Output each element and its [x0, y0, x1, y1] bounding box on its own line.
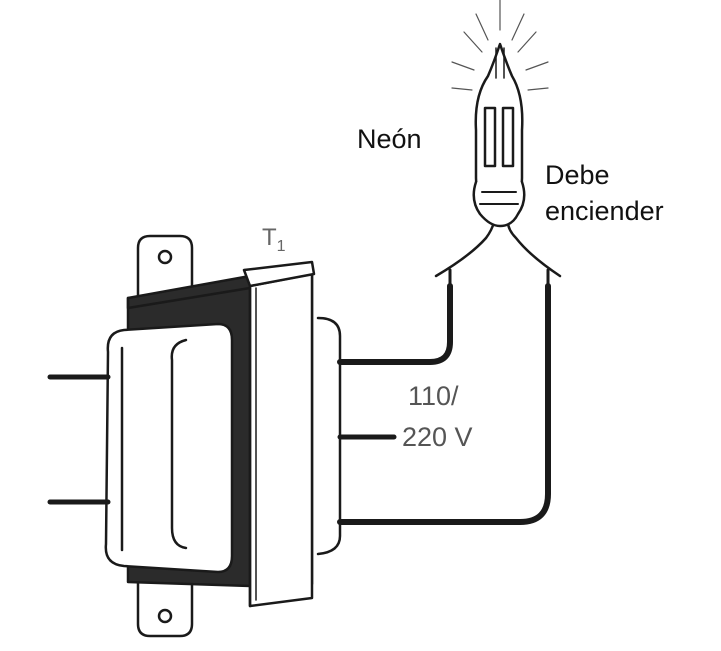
mounting-bracket-top: [136, 234, 194, 302]
neon-lamp-icon: [451, 0, 549, 228]
transformer-label: T1: [262, 224, 286, 256]
neon-label: Neón: [357, 124, 422, 154]
voltage-line1: 110/: [408, 381, 459, 411]
lamp-lead-left: [434, 220, 496, 288]
transformer-front: [242, 260, 316, 608]
transformer-coil: [104, 316, 342, 574]
wire-top-to-lamp: [337, 283, 453, 365]
mounting-bracket-bottom: [136, 573, 194, 638]
transformer-subscript: 1: [276, 237, 286, 255]
wire-bottom-to-lamp: [337, 283, 551, 525]
transformer-letter: T: [262, 224, 277, 251]
voltage-line2: 220 V: [402, 422, 473, 452]
lamp-lead-right: [506, 220, 562, 288]
lamp-note-line2: enciender: [545, 196, 664, 226]
lamp-note-line1: Debe: [545, 160, 610, 190]
